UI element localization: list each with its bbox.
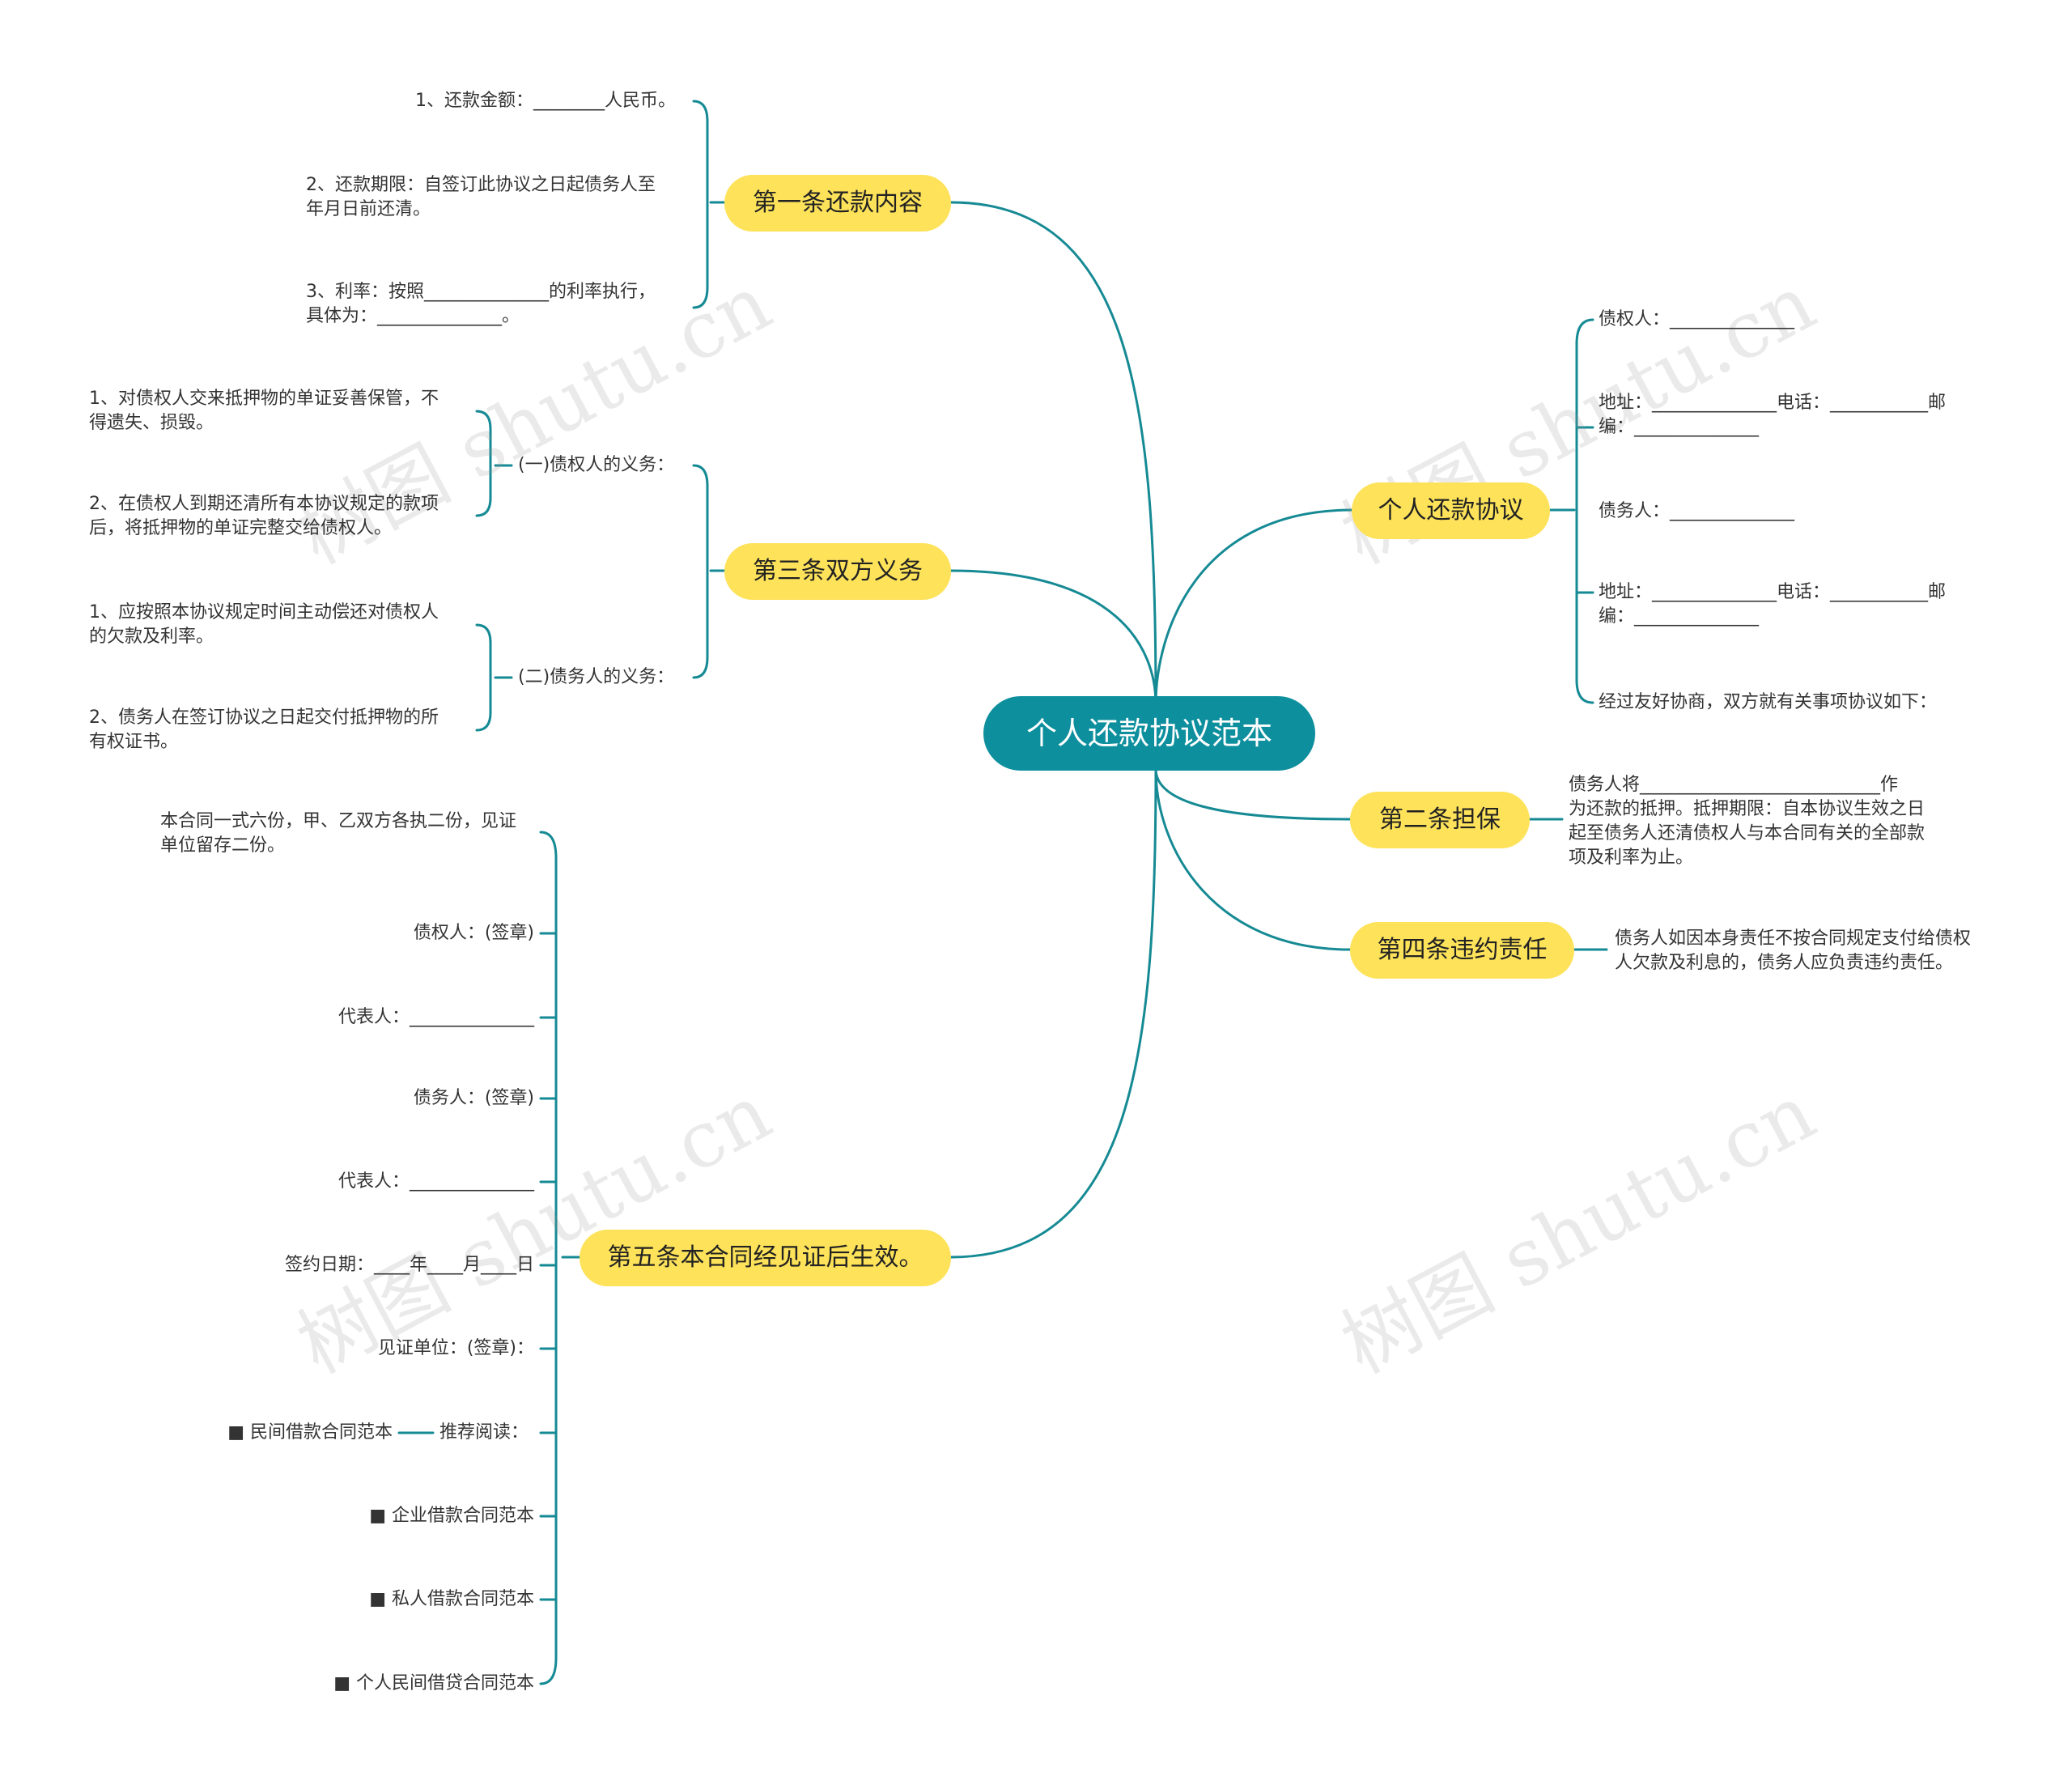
root-node[interactable]: 个人还款协议范本 [983,696,1315,771]
t5-recommend-link[interactable]: ■ 私人借款合同范本 [369,1589,534,1609]
t3a-item: 1、对债权人交来抵押物的单证妥善保管，不 得遗失、损毁。 [89,389,439,433]
main-item: 经过友好协商，双方就有关事项协议如下： [1599,692,1938,712]
t5-recommend-reading[interactable]: 推荐阅读： [439,1422,529,1443]
t5-item: 见证单位：(签章)： [377,1338,534,1358]
link-main-spine [1548,318,1594,704]
link-root-t1 [949,201,1157,706]
t1-item: 1、还款金额：________人民币。 [415,91,676,111]
link-root-t3 [949,569,1157,706]
t5-item: 代表人：______________ [338,1171,534,1192]
topic-repayment-content[interactable]: 第一条还款内容 [724,175,951,232]
topic-personal-repayment-agreement[interactable]: 个人还款协议 [1352,482,1550,539]
t3b-item: 2、债务人在签订协议之日起交付抵押物的所 有权证书。 [89,708,439,752]
t1-item: 3、利率：按照______________的利率执行， 具体为：________… [306,282,656,326]
t5-recommend-link[interactable]: ■ 个人民间借贷合同范本 [333,1673,534,1693]
link-root-t5 [949,767,1157,1259]
main-item: 地址：______________电话：___________邮 编：_____… [1599,582,1947,627]
link-t1-brace [692,100,726,309]
link-main-ticks [1575,426,1594,594]
t1-item: 2、还款期限：自签订此协议之日起债务人至 年月日前还清。 [306,175,656,219]
t5-item: 代表人：______________ [338,1007,534,1027]
t5-recommend-link[interactable]: ■ 民间借款合同范本 [227,1422,393,1443]
link-root-t2 [1154,767,1352,821]
t5-item: 签约日期：____年____月____日 [284,1255,534,1275]
link-root-main [1154,508,1353,706]
t4-text: 债务人如因本身责任不按合同规定支付给债权 人欠款及利息的，债务人应负责违约责任。 [1615,928,1972,973]
link-t5-ticks [539,932,558,1601]
link-t3-brace [692,464,726,679]
main-item: 地址：______________电话：___________邮 编：_____… [1599,393,1947,437]
t3b-item: 1、应按照本协议规定时间主动偿还对债权人 的欠款及利率。 [89,602,439,647]
t2-text: 债务人将___________________________作 为还款的抵押。… [1569,775,1926,868]
link-t5-spine [539,831,581,1685]
t5-item: 债务人：(签章) [413,1088,534,1108]
topic-guarantee[interactable]: 第二条担保 [1350,792,1530,848]
t3-debtor-obligations[interactable]: (二)债务人的义务： [518,667,675,687]
t3-creditor-obligations[interactable]: (一)债权人的义务： [518,455,675,475]
link-t3b-brace [475,623,513,732]
t5-recommend-link[interactable]: ■ 企业借款合同范本 [369,1506,534,1526]
t5-item: 债权人：(签章) [413,923,534,943]
link-t3a-brace [475,410,513,517]
topic-mutual-obligations[interactable]: 第三条双方义务 [724,543,951,600]
link-root-t4 [1154,767,1352,951]
main-item: 债务人：______________ [1599,501,1795,521]
main-item: 债权人：______________ [1599,309,1795,329]
topic-breach-liability[interactable]: 第四条违约责任 [1350,922,1574,979]
t5-item: 本合同一式六份，甲、乙双方各执二份，见证 单位留存二份。 [160,811,517,856]
t3a-item: 2、在债权人到期还清所有本协议规定的款项 后，将抵押物的单证完整交给债权人。 [89,494,439,538]
topic-effective-after-witness[interactable]: 第五条本合同经见证后生效。 [580,1230,951,1286]
